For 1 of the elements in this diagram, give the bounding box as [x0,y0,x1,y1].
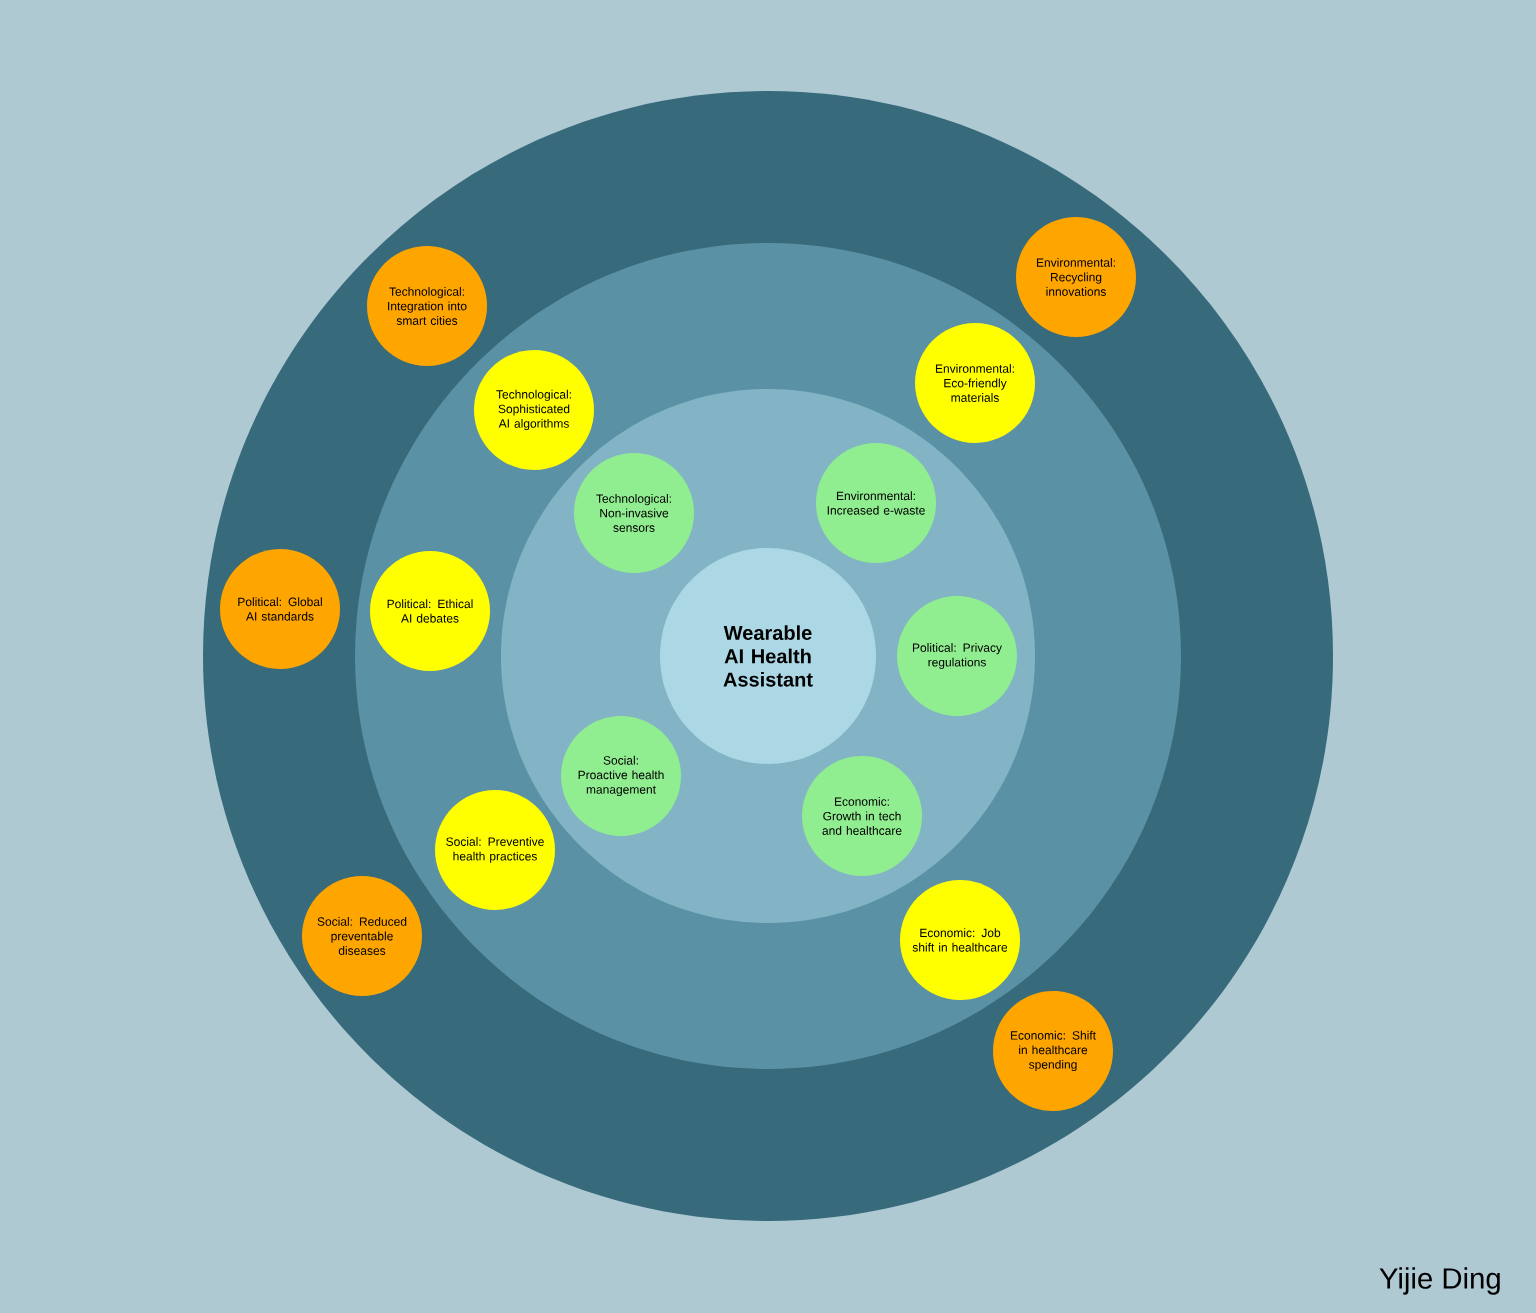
author-name: Yijie Ding [1379,1267,1500,1295]
